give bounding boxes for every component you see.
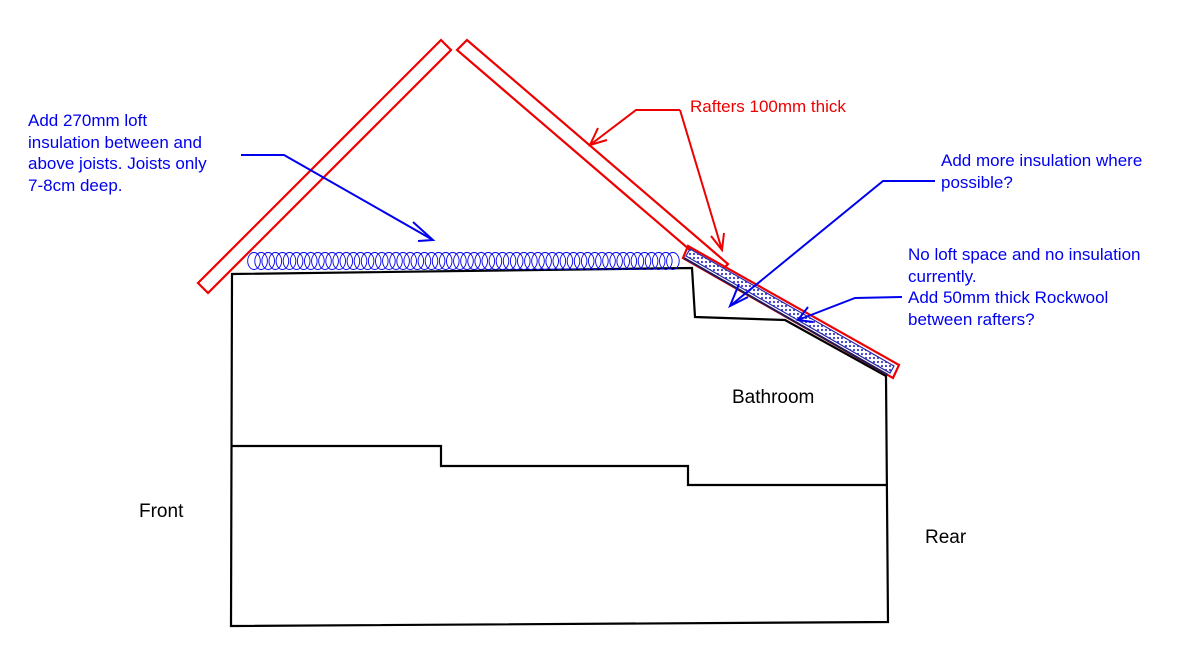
insulation-coil bbox=[389, 252, 403, 270]
insulation-coil bbox=[446, 252, 460, 270]
insulation-coil bbox=[339, 252, 354, 270]
insulation-coil bbox=[296, 252, 311, 270]
insulation-coil bbox=[318, 252, 332, 270]
insulation-coil bbox=[559, 252, 574, 270]
insulation-coil bbox=[609, 252, 623, 270]
insulation-coil bbox=[311, 252, 325, 270]
insulation-coil bbox=[353, 252, 368, 270]
front-label: Front bbox=[139, 501, 184, 522]
insulation-coil bbox=[644, 252, 659, 270]
loft-insulation bbox=[247, 252, 680, 270]
insulation-coil bbox=[396, 252, 410, 270]
insulation-coil bbox=[502, 252, 517, 270]
rockwool-underside bbox=[683, 257, 889, 376]
insulation-coil bbox=[573, 252, 588, 270]
no-loft-note: No loft space and no insulation currentl… bbox=[908, 245, 1141, 329]
insulation-coil bbox=[552, 252, 567, 270]
house-outline bbox=[229, 266, 890, 628]
insulation-coil bbox=[630, 252, 645, 270]
loft-insulation-note: Add 270mm loft insulation between and ab… bbox=[28, 111, 207, 195]
rockwool-arrow bbox=[796, 296, 903, 323]
insulation-coil bbox=[431, 252, 446, 270]
insulation-coil bbox=[360, 252, 375, 270]
insulation-coil bbox=[474, 252, 488, 270]
insulation-coil bbox=[623, 252, 638, 270]
rear-label: Rear bbox=[925, 527, 967, 548]
insulation-coil bbox=[304, 252, 318, 270]
insulation-coil bbox=[602, 252, 616, 270]
insulation-coil bbox=[495, 252, 510, 270]
insulation-coil bbox=[438, 252, 453, 270]
insulation-coil bbox=[282, 252, 297, 270]
rafters-label: Rafters 100mm thick bbox=[690, 97, 846, 116]
insulation-coil bbox=[332, 252, 346, 270]
loft-insulation-arrow bbox=[241, 154, 436, 242]
insulation-coil bbox=[488, 252, 503, 270]
insulation-coil bbox=[403, 252, 417, 270]
insulation-coil bbox=[637, 252, 652, 270]
insulation-coil bbox=[261, 252, 275, 270]
insulation-coil bbox=[382, 252, 396, 270]
insulation-coil bbox=[346, 252, 361, 270]
insulation-coil bbox=[367, 252, 382, 270]
insulation-coil bbox=[651, 252, 666, 270]
insulation-coil bbox=[538, 252, 552, 270]
more-insulation-note: Add more insulation where possible? bbox=[941, 151, 1143, 192]
insulation-coil bbox=[616, 252, 630, 270]
insulation-coil bbox=[247, 252, 261, 270]
insulation-coil bbox=[545, 252, 559, 270]
insulation-coil bbox=[524, 252, 538, 270]
insulation-coil bbox=[517, 252, 531, 270]
insulation-coil bbox=[453, 252, 467, 270]
insulation-coil bbox=[659, 252, 673, 270]
insulation-coil bbox=[481, 252, 496, 270]
insulation-coil bbox=[410, 252, 425, 270]
floor-divider bbox=[232, 444, 886, 487]
insulation-coil bbox=[268, 252, 283, 270]
insulation-coil bbox=[289, 252, 304, 270]
insulation-coil bbox=[275, 252, 290, 270]
bathroom-label: Bathroom bbox=[732, 387, 815, 408]
insulation-coil bbox=[254, 252, 268, 270]
rafters-arrow bbox=[588, 109, 725, 253]
insulation-coil bbox=[460, 252, 474, 270]
insulation-coil bbox=[375, 252, 389, 270]
insulation-coil bbox=[666, 252, 680, 270]
rockwool-strip bbox=[685, 248, 895, 374]
insulation-coil bbox=[467, 252, 481, 270]
insulation-coil bbox=[588, 252, 602, 270]
insulation-coil bbox=[595, 252, 609, 270]
more-insulation-arrow bbox=[728, 180, 935, 309]
insulation-coil bbox=[566, 252, 581, 270]
insulation-coil bbox=[325, 252, 339, 270]
insulation-coil bbox=[509, 252, 524, 270]
insulation-coil bbox=[580, 252, 595, 270]
left-rafter bbox=[196, 38, 453, 295]
insulation-coil bbox=[417, 252, 432, 270]
insulation-coil bbox=[531, 252, 545, 270]
right-rafter bbox=[455, 38, 730, 276]
insulation-coil bbox=[424, 252, 439, 270]
